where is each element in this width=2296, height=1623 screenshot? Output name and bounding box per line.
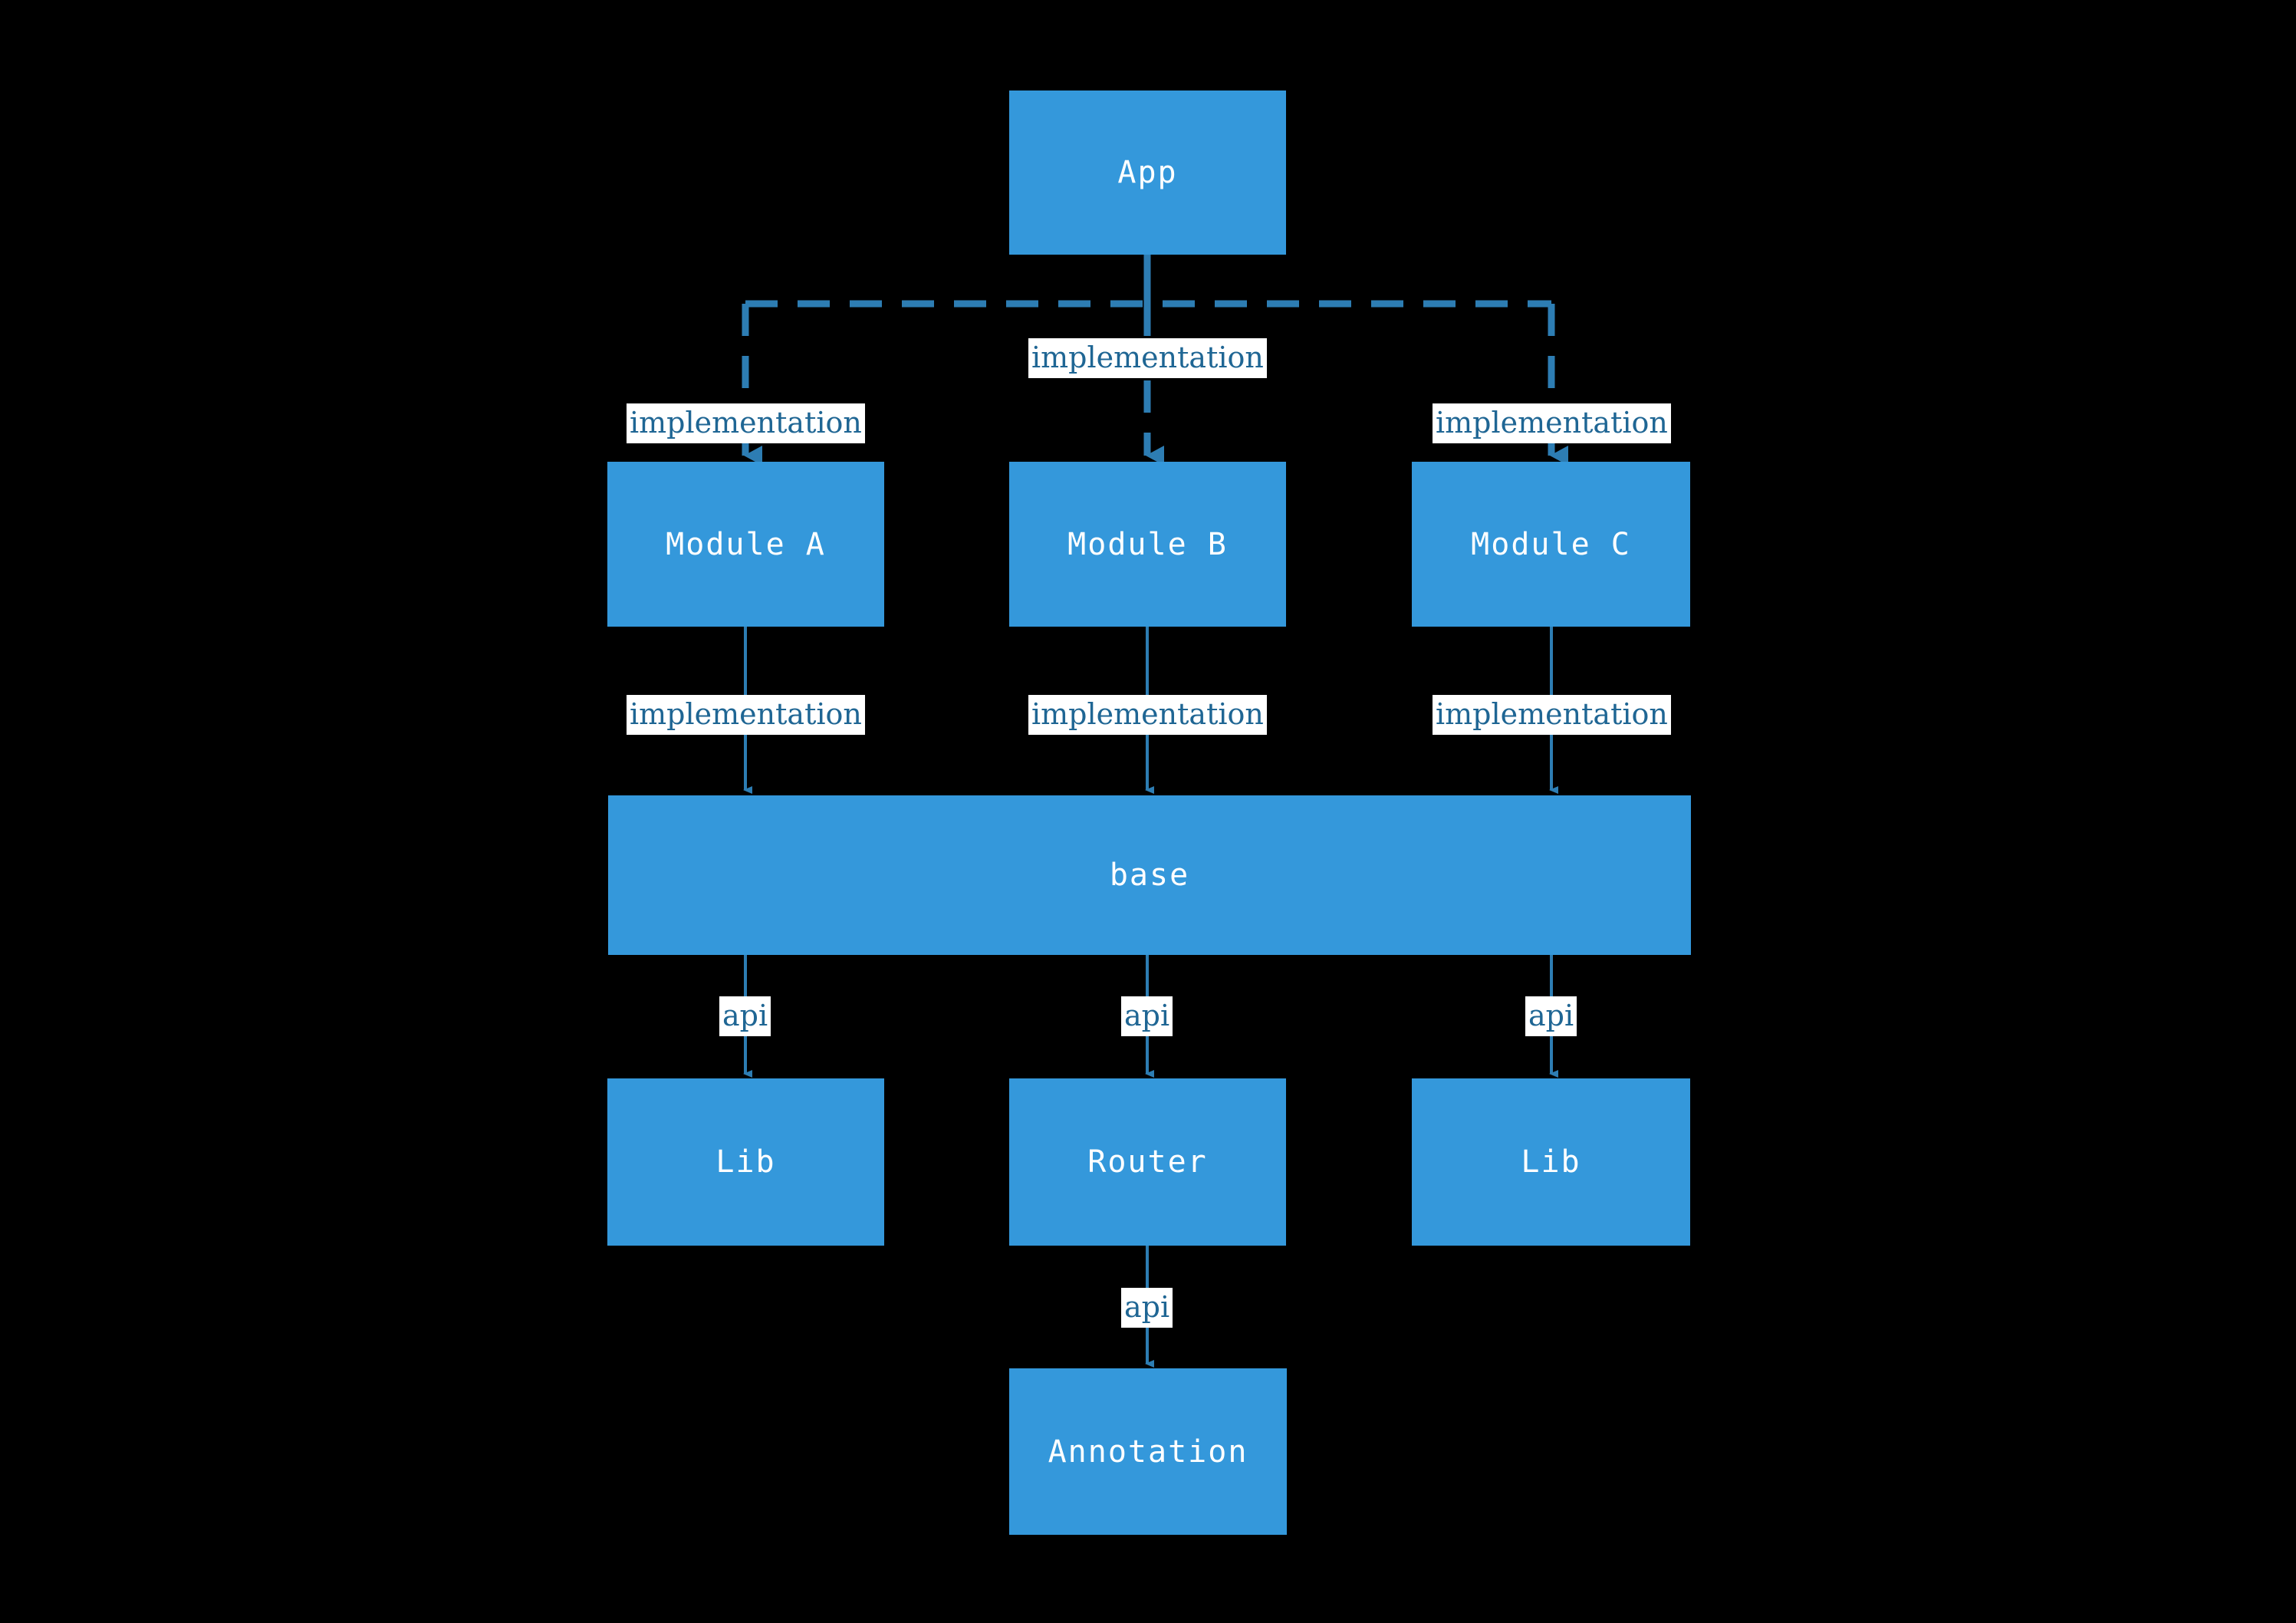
node-lib-right[interactable]: Lib [1412,1078,1690,1246]
node-module-c-label: Module C [1471,526,1631,562]
node-base-label: base [1109,858,1190,893]
edge-label-base-router: api [1121,996,1173,1036]
edge-label-router-annotation: api [1121,1288,1173,1328]
node-module-c[interactable]: Module C [1412,462,1690,627]
edge-label-module-c-base: implementation [1433,695,1671,735]
edge-label-module-a-base: implementation [627,695,865,735]
node-module-b[interactable]: Module B [1009,462,1286,627]
node-annotation[interactable]: Annotation [1009,1368,1287,1535]
edge-label-app-module-b: implementation [1028,338,1267,378]
edge-base-to-libs [743,955,1558,1078]
node-annotation-label: Annotation [1048,1434,1248,1470]
node-lib-left[interactable]: Lib [607,1078,884,1246]
edge-label-module-b-base: implementation [1028,695,1267,735]
node-base[interactable]: base [608,795,1691,955]
node-router-label: Router [1087,1144,1208,1180]
edge-label-app-module-c: implementation [1433,403,1671,443]
node-module-b-label: Module B [1067,526,1228,562]
node-lib-left-label: Lib [715,1144,776,1180]
edge-label-base-lib-right: api [1525,996,1577,1036]
node-module-a-label: Module A [666,526,826,562]
edge-label-base-lib-left: api [719,996,771,1036]
edge-label-app-module-a: implementation [627,403,865,443]
node-module-a[interactable]: Module A [607,462,884,627]
edge-modules-to-base [743,627,1558,794]
node-lib-right-label: Lib [1521,1144,1581,1180]
node-router[interactable]: Router [1009,1078,1286,1246]
node-app[interactable]: App [1009,91,1286,255]
node-app-label: App [1117,155,1178,190]
